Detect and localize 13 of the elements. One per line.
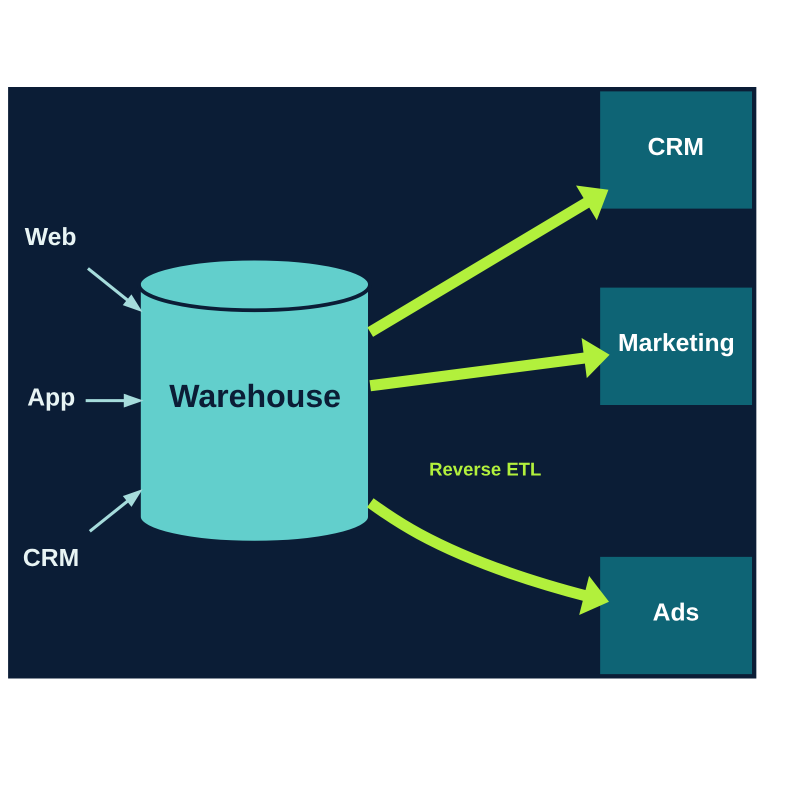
arrow (88, 488, 143, 532)
node-text: CRM (22, 544, 80, 572)
node-box: Marketing (600, 287, 752, 404)
arrow (86, 393, 144, 408)
arrow (87, 266, 143, 312)
node-box: Ads (600, 556, 752, 674)
node-text: App (27, 384, 76, 412)
node-box: CRM (600, 90, 752, 208)
arrow (367, 185, 608, 336)
arrow (367, 498, 610, 615)
node-text: Web (24, 224, 76, 251)
arrow (369, 338, 610, 391)
label: Reverse ETL (429, 458, 542, 479)
